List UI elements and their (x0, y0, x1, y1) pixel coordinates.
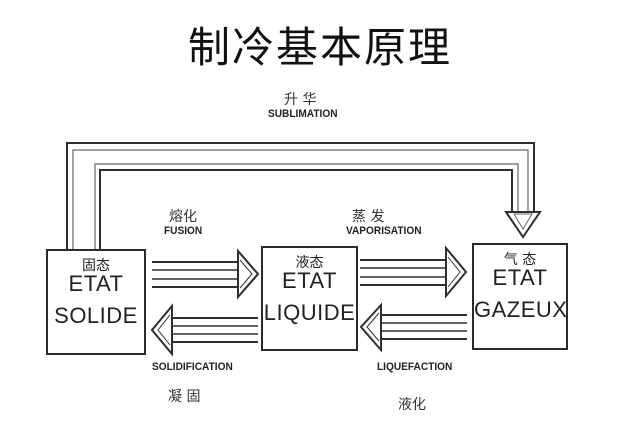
sublimation-arrow (66, 142, 542, 249)
state-solid-label-cn: 固态 (82, 258, 110, 274)
state-solid-line2: SOLIDE (54, 303, 138, 328)
solidification-arrow (150, 303, 258, 357)
vaporisation-label-cn: 蒸 发 (352, 209, 385, 225)
liquefaction-label-cn: 液化 (398, 397, 426, 413)
diagram-title: 制冷基本原理 (187, 23, 452, 72)
solidification-label-cn: 凝 固 (168, 389, 201, 405)
sublimation-arrow-outer-line (66, 142, 535, 249)
sublimation-label-en: SUBLIMATION (268, 108, 338, 120)
sublimation-label-cn: 升 华 (284, 92, 317, 108)
state-gas-line2: GAZEUX (474, 297, 568, 322)
state-box-gas: 气 态 ETAT GAZEUX (472, 243, 568, 350)
solidification-arrowhead (150, 303, 173, 357)
sublimation-arrow-shaft-line-1 (72, 149, 529, 249)
sublimation-arrowhead-inner (513, 213, 533, 230)
vaporisation-arrowhead (445, 245, 468, 299)
vaporisation-label-en: VAPORISATION (346, 225, 422, 237)
sublimation-arrowhead (504, 211, 542, 239)
liquefaction-arrowhead (359, 302, 382, 353)
state-liquid-line1: ETAT (282, 268, 337, 293)
sublimation-arrow-inner-line (99, 169, 513, 249)
state-box-liquid: 液态 ETAT LIQUIDE (261, 246, 358, 351)
state-box-solid: 固态 ETAT SOLIDE (46, 249, 146, 355)
fusion-label-en: FUSION (164, 225, 203, 237)
state-gas-label-cn: 气 态 (503, 252, 537, 268)
state-solid-line1: ETAT (68, 271, 124, 296)
state-liquid-line2: LIQUIDE (263, 300, 356, 325)
liquefaction-label-en: LIQUEFACTION (377, 361, 453, 373)
state-gas-line1: ETAT (492, 265, 548, 290)
state-liquid-label-cn: 液态 (295, 255, 324, 271)
fusion-arrowhead (237, 248, 260, 300)
fusion-label-cn: 熔化 (169, 209, 197, 225)
liquefaction-arrow (359, 302, 467, 353)
solidification-label-en: SOLIDIFICATION (152, 361, 233, 373)
fusion-arrow (152, 248, 260, 300)
vaporisation-arrow (360, 245, 468, 299)
sublimation-arrow-shaft-line-2 (94, 163, 519, 249)
